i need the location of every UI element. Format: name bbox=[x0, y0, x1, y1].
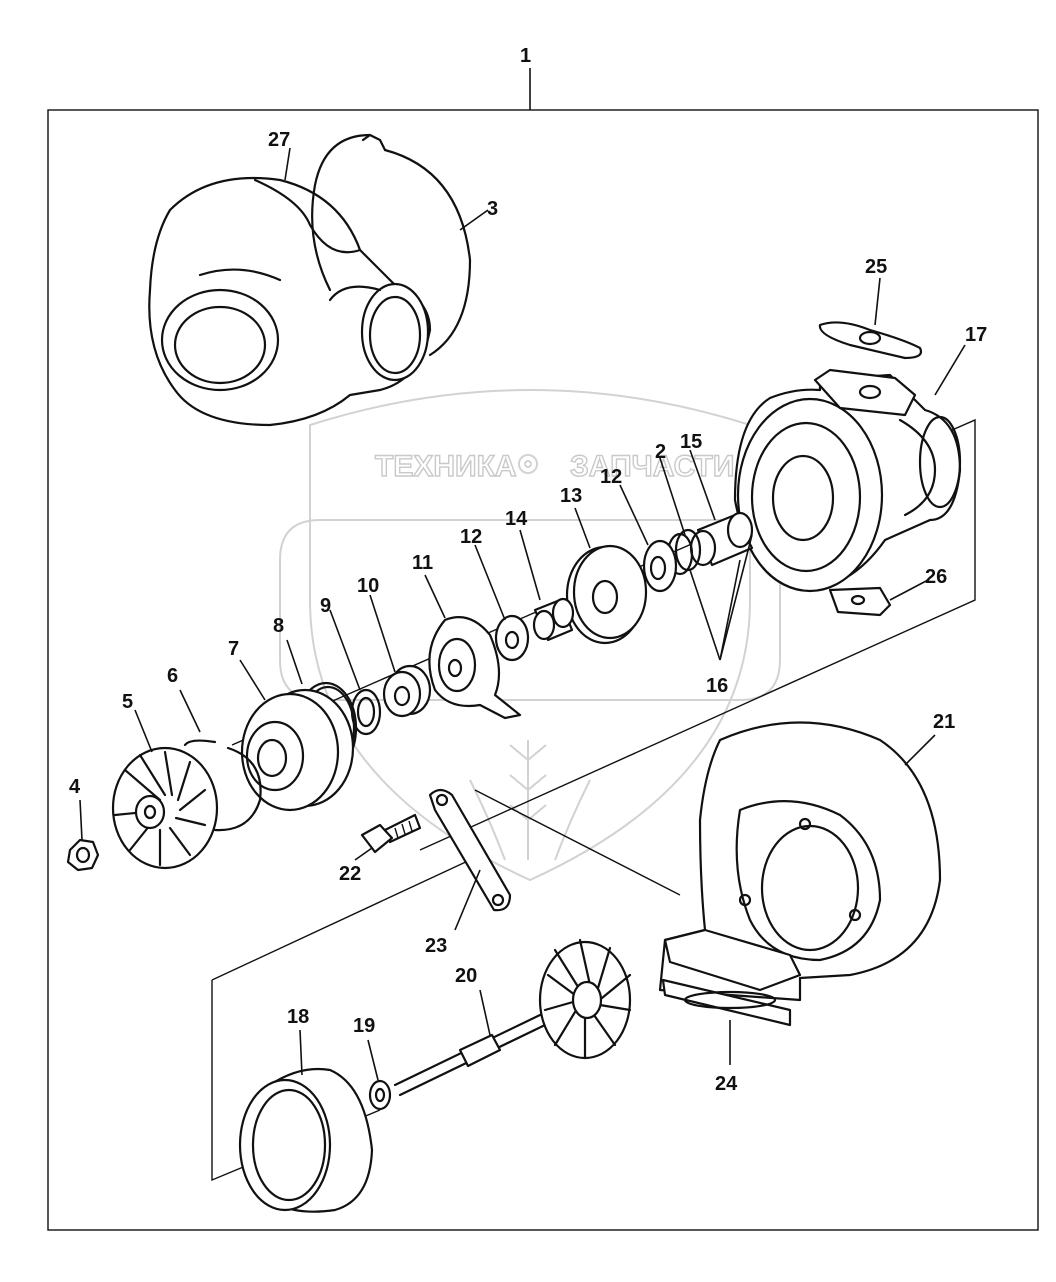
callout-14: 14 bbox=[505, 508, 528, 530]
assembly-frame bbox=[47, 109, 1039, 1231]
oil-deflector bbox=[428, 616, 522, 720]
callout-3: 3 bbox=[487, 198, 498, 220]
watermark-right-word: ЗАПЧАСТИ bbox=[570, 450, 734, 483]
callout-15: 15 bbox=[680, 431, 702, 453]
callout-23: 23 bbox=[425, 935, 447, 957]
seal-spacer bbox=[382, 664, 432, 718]
thrust-collar bbox=[689, 511, 754, 567]
callout-19: 19 bbox=[353, 1015, 375, 1037]
heat-shield bbox=[238, 1067, 374, 1213]
oil-gasket bbox=[818, 321, 923, 360]
callout-24: 24 bbox=[715, 1073, 738, 1095]
callout-9: 9 bbox=[320, 595, 331, 617]
callout-17: 17 bbox=[965, 324, 987, 346]
callout-1: 1 bbox=[520, 45, 531, 67]
callout-12-upper: 12 bbox=[600, 466, 622, 488]
turbine-housing bbox=[658, 721, 942, 1002]
thrust-plate bbox=[565, 544, 648, 645]
callout-4: 4 bbox=[69, 776, 81, 798]
callout-10: 10 bbox=[357, 575, 379, 597]
callout-27: 27 bbox=[268, 129, 290, 151]
clamp-bolt bbox=[360, 813, 422, 854]
wheel-nut bbox=[66, 838, 100, 872]
bearing-sleeve bbox=[532, 597, 575, 642]
turbine-gasket bbox=[661, 978, 792, 1027]
shaft-ring bbox=[368, 1079, 392, 1111]
callout-22: 22 bbox=[339, 863, 361, 885]
callout-6: 6 bbox=[167, 665, 178, 687]
snap-ring bbox=[311, 133, 472, 357]
callout-7: 7 bbox=[228, 638, 239, 660]
callout-26: 26 bbox=[925, 566, 947, 588]
callout-25: 25 bbox=[865, 256, 887, 278]
callout-5: 5 bbox=[122, 691, 133, 713]
callout-2: 2 bbox=[655, 441, 666, 463]
callout-11: 11 bbox=[412, 552, 433, 574]
callout-16: 16 bbox=[706, 675, 728, 697]
callout-20: 20 bbox=[455, 965, 477, 987]
callout-8: 8 bbox=[273, 615, 284, 637]
clamp-plate bbox=[428, 788, 512, 912]
center-housing bbox=[733, 368, 962, 617]
leader-lines bbox=[79, 147, 966, 1081]
watermark-left-word: ТЕХНИКА bbox=[375, 450, 517, 483]
callout-labels: 1 27 3 25 17 15 2 12 13 14 12 11 10 9 8 … bbox=[69, 45, 987, 1095]
watermark-wheat-icon bbox=[469, 740, 591, 861]
turbine-wheel-shaft bbox=[393, 938, 632, 1097]
retaining-clip bbox=[183, 739, 262, 832]
compressor-wheel bbox=[111, 746, 219, 870]
callout-12-lower: 12 bbox=[460, 526, 482, 548]
watermark: ТЕХНИКА ЗАПЧАСТИ bbox=[279, 389, 781, 882]
washer-lower bbox=[494, 614, 530, 662]
callout-18: 18 bbox=[287, 1006, 309, 1028]
callout-13: 13 bbox=[560, 485, 582, 507]
compressor-housing bbox=[148, 176, 432, 427]
washer-upper bbox=[642, 539, 678, 593]
compressor-backplate bbox=[240, 688, 355, 812]
watermark-gear-icon bbox=[518, 454, 538, 474]
callout-21: 21 bbox=[933, 711, 955, 733]
